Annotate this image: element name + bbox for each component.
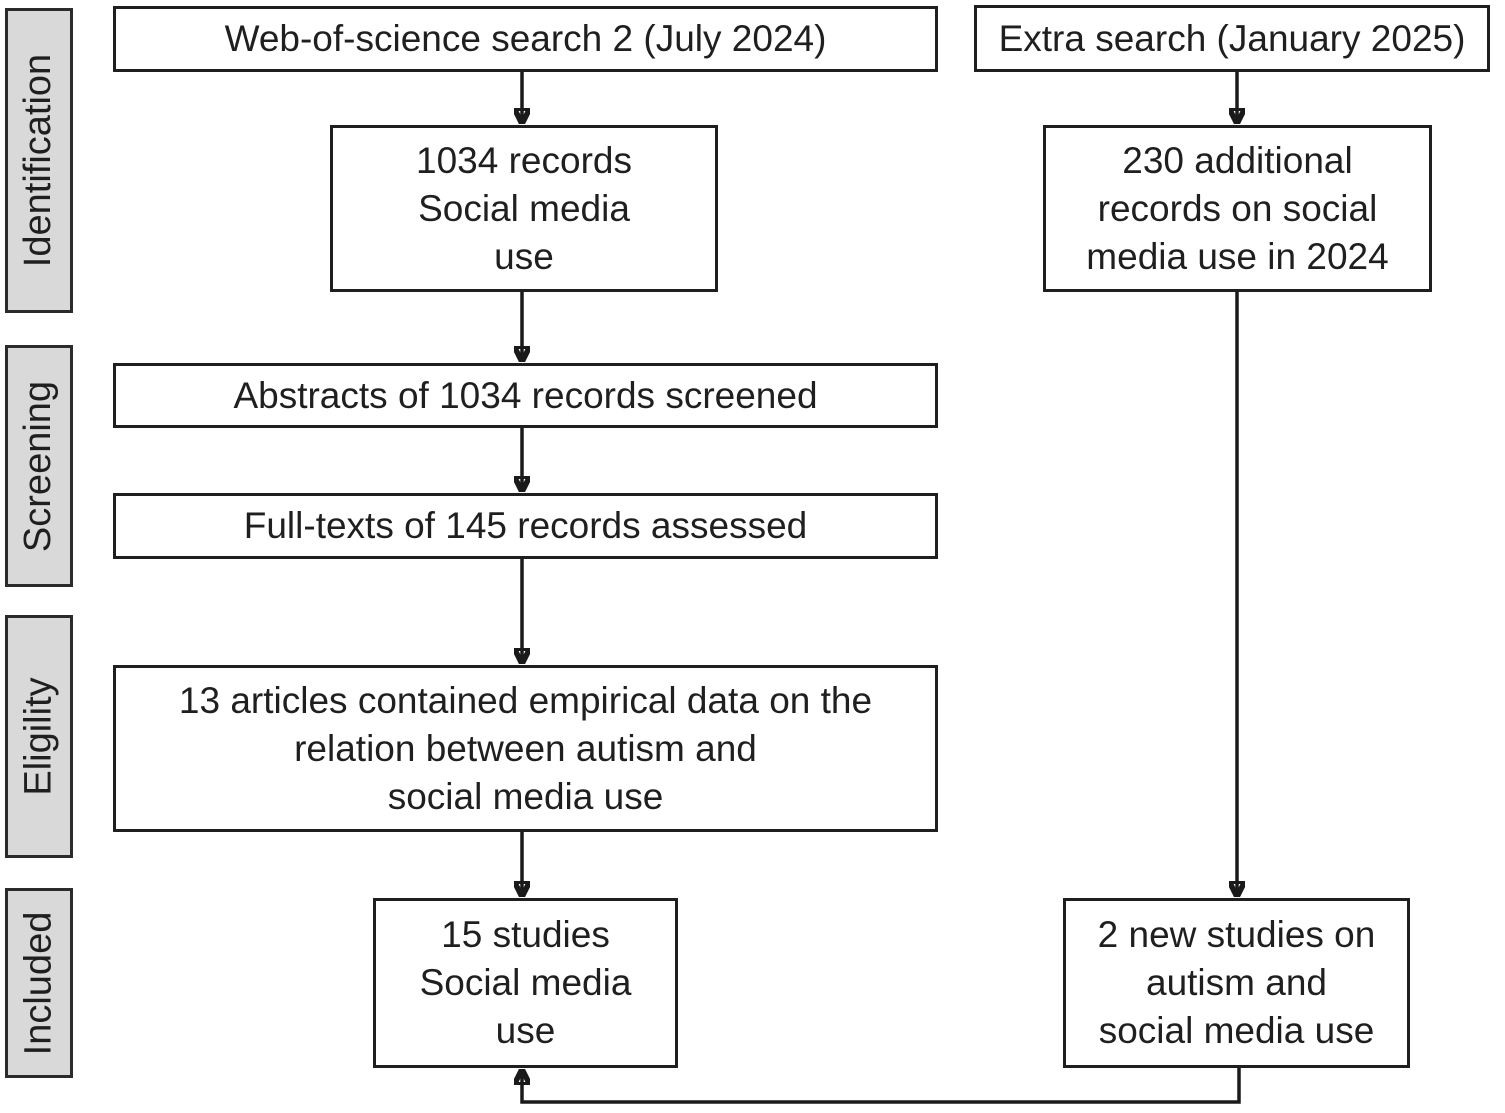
box-records-identified: 1034 records Social media use: [330, 125, 718, 292]
box-fulltexts-assessed: Full-texts of 145 records assessed: [113, 493, 938, 559]
box-web-of-science-search: Web-of-science search 2 (July 2024): [113, 6, 938, 72]
stage-label-text: Identification: [17, 53, 60, 268]
stage-label-included: Included: [5, 888, 73, 1078]
stage-label-eligility: Eligility: [5, 615, 73, 858]
stage-label-screening: Screening: [5, 345, 73, 587]
box-text: 2 new studies on autism and social media…: [1097, 914, 1376, 1051]
stage-label-text: Eligility: [17, 677, 60, 796]
box-included-studies: 15 studies Social media use: [373, 898, 678, 1068]
arrow-newstudies-to-included: [522, 1068, 1241, 1104]
stage-label-text: Screening: [17, 380, 60, 552]
box-text: 1034 records Social media use: [416, 139, 632, 277]
box-text: Abstracts of 1034 records screened: [233, 374, 818, 416]
box-abstracts-screened: Abstracts of 1034 records screened: [113, 363, 938, 428]
box-text: Full-texts of 145 records assessed: [243, 505, 808, 546]
stage-label-identification: Identification: [5, 8, 73, 313]
box-additional-records: 230 additional records on social media u…: [1043, 125, 1432, 292]
box-new-studies: 2 new studies on autism and social media…: [1063, 898, 1410, 1068]
box-extra-search: Extra search (January 2025): [974, 5, 1490, 72]
box-text: 15 studies Social media use: [419, 914, 632, 1051]
box-eligible-articles: 13 articles contained empirical data on …: [113, 665, 938, 832]
box-text: 230 additional records on social media u…: [1086, 139, 1389, 277]
box-text: Extra search (January 2025): [998, 17, 1466, 59]
box-text: Web-of-science search 2 (July 2024): [224, 18, 827, 59]
box-text: 13 articles contained empirical data on …: [178, 679, 873, 817]
stage-label-text: Included: [17, 911, 60, 1055]
